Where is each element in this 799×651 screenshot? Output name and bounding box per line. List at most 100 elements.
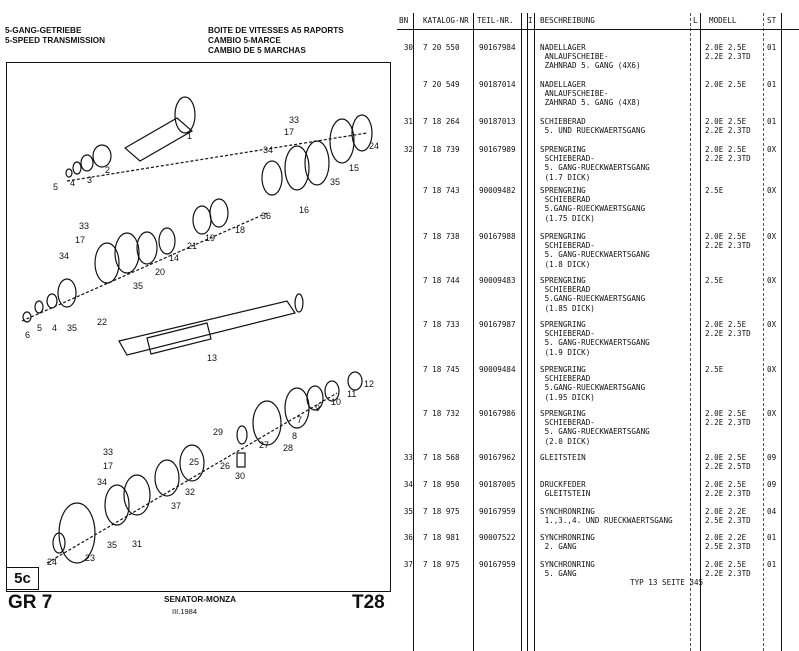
callout-label: 36 [261, 211, 271, 221]
title-fr: BOITE DE VITESSES A5 RAPORTS [208, 26, 344, 35]
row-st: 04 [767, 507, 777, 516]
callout-label: 8 [292, 431, 297, 441]
callout-label: 35 [330, 177, 340, 187]
callout-label: 4 [52, 323, 57, 333]
callout-label: 27 [259, 440, 269, 450]
row-teil-nr: 90007522 [479, 533, 516, 542]
callout-label: 16 [299, 205, 309, 215]
row-st: 01 [767, 560, 777, 569]
callout-label: 34 [97, 477, 107, 487]
row-teil-nr: 90009484 [479, 365, 516, 374]
row-katalog-nr: 7 18 738 [423, 232, 460, 241]
row-modell: 2.0E 2.5E 2.2E 2.3TD [705, 409, 751, 428]
callout-label: 31 [132, 539, 142, 549]
callout-label: 20 [155, 267, 165, 277]
col-header-l: L [693, 16, 698, 25]
callout-label: 26 [220, 461, 230, 471]
row-modell: 2.0E 2.5E 2.2E 2.3TD [705, 232, 751, 251]
callout-label: 13 [207, 353, 217, 363]
callout-label: 17 [103, 461, 113, 471]
row-st: 0X [767, 186, 777, 195]
callout-label: 34 [263, 145, 273, 155]
row-modell: 2.0E 2.5E [705, 80, 747, 89]
row-katalog-nr: 7 18 733 [423, 320, 460, 329]
row-teil-nr: 90187005 [479, 480, 516, 489]
row-katalog-nr: 7 18 264 [423, 117, 460, 126]
col-divider [413, 13, 414, 651]
row-katalog-nr: 7 18 744 [423, 276, 460, 285]
callout-label: 5 [53, 182, 58, 192]
row-modell: 2.0E 2.5E 2.2E 2.3TD [705, 560, 751, 579]
row-teil-nr: 90167959 [479, 507, 516, 516]
callout-label: 37 [171, 501, 181, 511]
callout-label: 35 [67, 323, 77, 333]
col-divider [763, 13, 764, 651]
callout-label: 24 [369, 141, 379, 151]
row-beschreibung: SPRENGRING SCHIEBERAD- 5. GANG-RUECKWAER… [540, 320, 650, 357]
callout-label: 33 [79, 221, 89, 231]
row-beschreibung: GLEITSTEIN [540, 453, 586, 462]
row-teil-nr: 90167989 [479, 145, 516, 154]
col-divider [781, 13, 782, 651]
row-beschreibung: SPRENGRING SCHIEBERAD 5.GANG-RUECKWAERTS… [540, 276, 646, 313]
row-st: 0X [767, 232, 777, 241]
row-bn: 37 [403, 560, 413, 569]
row-beschreibung: SYNCHRONRING 2. GANG [540, 533, 595, 552]
row-katalog-nr: 7 18 739 [423, 145, 460, 154]
callout-label: 24 [47, 557, 57, 567]
row-beschreibung: NADELLAGER ANLAUFSCHEIBE- ZAHNRAD 5. GAN… [540, 43, 641, 71]
row-katalog-nr: 7 18 568 [423, 453, 460, 462]
row-teil-nr: 90009483 [479, 276, 516, 285]
row-modell: 2.0E 2.2E 2.5E 2.3TD [705, 507, 751, 526]
row-katalog-nr: 7 18 975 [423, 560, 460, 569]
row-modell: 2.5E [705, 276, 724, 285]
callout-label: 7 [297, 415, 302, 425]
callout-label: 3 [87, 175, 92, 185]
row-st: 01 [767, 80, 777, 89]
page-reference: TYP 13 SEITE 345 [630, 578, 704, 587]
row-teil-nr: 90167984 [479, 43, 516, 52]
callout-label: 2 [105, 165, 110, 175]
callout-label: 35 [133, 281, 143, 291]
row-bn: 31 [403, 117, 413, 126]
callout-label: 11 [347, 389, 356, 399]
col-divider [690, 13, 691, 651]
row-st: 0X [767, 320, 777, 329]
row-modell: 2.0E 2.2E 2.5E 2.3TD [705, 533, 751, 552]
row-katalog-nr: 7 18 975 [423, 507, 460, 516]
callout-label: 19 [205, 233, 215, 243]
row-teil-nr: 90167986 [479, 409, 516, 418]
row-st: 09 [767, 480, 777, 489]
row-katalog-nr: 7 20 550 [423, 43, 460, 52]
row-modell: 2.0E 2.5E 2.2E 2.3TD [705, 117, 751, 136]
title-fr-it-es: BOITE DE VITESSES A5 RAPORTS CAMBIO 5-MA… [208, 26, 344, 56]
callout-label: 35 [107, 540, 117, 550]
col-header-katalog: KATALOG-NR [423, 16, 469, 25]
title-it: CAMBIO 5-MARCE [208, 36, 281, 45]
row-teil-nr: 90187013 [479, 117, 516, 126]
callout-label: 18 [235, 225, 245, 235]
title-en: 5-SPEED TRANSMISSION [5, 36, 106, 45]
callout-label: 17 [75, 235, 85, 245]
row-st: 0X [767, 409, 777, 418]
callout-label: 22 [97, 317, 107, 327]
header-rule [397, 29, 799, 30]
col-header-beschreibung: BESCHREIBUNG [540, 16, 595, 25]
col-header-i: I [528, 16, 533, 25]
row-bn: 30 [403, 43, 413, 52]
model-name: SENATOR-MONZA [164, 595, 237, 604]
row-modell: 2.0E 2.5E 2.2E 2.5TD [705, 453, 751, 472]
callout-label: 32 [185, 487, 195, 497]
col-divider [473, 13, 474, 651]
row-beschreibung: NADELLAGER ANLAUFSCHEIBE- ZAHNRAD 5. GAN… [540, 80, 641, 108]
row-beschreibung: SPRENGRING SCHIEBERAD- 5. GANG-RUECKWAER… [540, 232, 650, 269]
row-st: 01 [767, 43, 777, 52]
title-de-en: 5-GANG-GETRIEBE 5-SPEED TRANSMISSION [5, 26, 105, 46]
row-beschreibung: SYNCHRONRING 1.,3.,4. UND RUECKWAERTSGAN… [540, 507, 673, 526]
row-beschreibung: SCHIEBERAD 5. UND RUECKWAERTSGANG [540, 117, 646, 136]
callout-label: 10 [331, 397, 341, 407]
row-st: 09 [767, 453, 777, 462]
callout-label: 6 [25, 330, 30, 340]
callout-label: 12 [364, 379, 374, 389]
